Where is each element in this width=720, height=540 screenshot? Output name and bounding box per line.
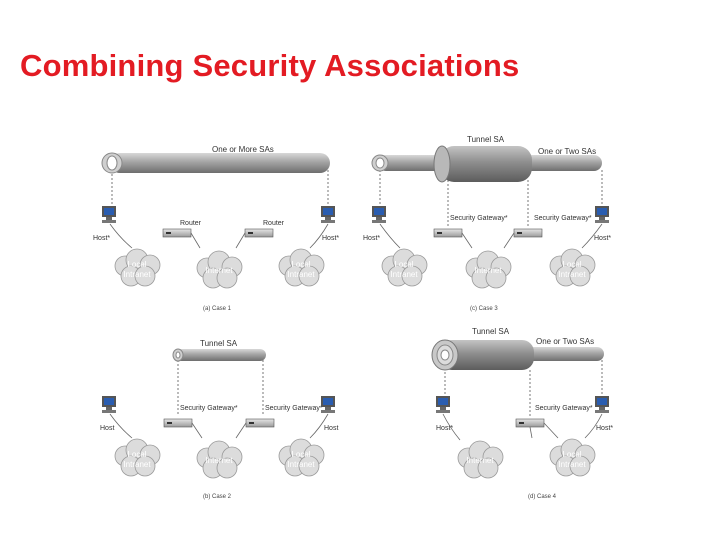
network-cloud: Local Intranet (278, 248, 325, 287)
network-cloud: Local Intranet (549, 248, 596, 287)
slide-title: Combining Security Associations (20, 48, 520, 83)
case-4-panel: Tunnel SA One or Two SAs Host* Security … (431, 327, 613, 500)
case-2-panel: Tunnel SA Host Security Gateway* Securit… (100, 339, 338, 500)
cloud-label: Intranet (123, 270, 151, 279)
case-1-panel: One or More SAs Host* Router Router Host… (93, 145, 339, 312)
cloud-label: Local (127, 260, 146, 269)
cloud-label: Internet (205, 266, 233, 275)
node-label: Security Gateway* (535, 405, 593, 412)
cloud-label: Local (291, 450, 310, 459)
cloud-label: Local (394, 260, 413, 269)
node-label: Host* (594, 235, 611, 242)
cloud-label: Intranet (287, 460, 315, 469)
tunnel-pipe (433, 145, 532, 183)
router-icon (163, 418, 193, 428)
router-icon (433, 228, 463, 238)
node-label: Security Gateway* (265, 405, 323, 412)
tunnel-pipe (431, 339, 534, 371)
sa-pipe (172, 348, 266, 362)
computer-icon (102, 396, 116, 413)
computer-icon (102, 206, 116, 223)
cloud-label: Intranet (558, 460, 586, 469)
router-icon (162, 228, 192, 238)
sa-label: One or More SAs (212, 145, 274, 154)
cloud-label: Internet (466, 456, 494, 465)
cloud-label: Intranet (558, 270, 586, 279)
cloud-label: Intranet (123, 460, 151, 469)
cloud-label: Internet (474, 266, 502, 275)
node-label: Host* (436, 425, 453, 432)
network-cloud: Local Intranet (381, 248, 428, 287)
node-label: Host* (93, 235, 110, 242)
node-label: Host* (322, 235, 339, 242)
sa-label: One or Two SAs (536, 337, 594, 346)
cloud-label: Intranet (287, 270, 315, 279)
computer-icon (321, 396, 335, 413)
network-link (379, 223, 603, 249)
sa-label: Tunnel SA (467, 135, 505, 144)
network-link (109, 413, 329, 439)
network-cloud: Internet (196, 250, 243, 289)
network-cloud: Local Intranet (278, 438, 325, 477)
sa-combination-diagram: One or More SAs Host* Router Router Host… (93, 135, 613, 500)
node-label: Host (324, 425, 338, 432)
case-caption: (c) Case 3 (470, 306, 498, 312)
sa-label: Tunnel SA (200, 339, 238, 348)
network-cloud: Local Intranet (114, 248, 161, 287)
router-icon (515, 418, 545, 428)
node-label: Security Gateway* (180, 405, 238, 412)
router-icon (244, 228, 274, 238)
network-link (109, 223, 329, 249)
router-icon (245, 418, 275, 428)
network-cloud: Internet (465, 250, 512, 289)
node-label: Router (180, 220, 202, 227)
case-caption: (b) Case 2 (203, 494, 232, 500)
sa-label: One or Two SAs (538, 147, 596, 156)
computer-icon (595, 396, 609, 413)
computer-icon (436, 396, 450, 413)
case-3-panel: Tunnel SA One or Two SAs Host* Security … (363, 135, 611, 312)
node-label: Router (263, 220, 285, 227)
cloud-label: Local (562, 260, 581, 269)
cloud-label: Internet (205, 456, 233, 465)
network-cloud: Local Intranet (549, 438, 596, 477)
node-label: Security Gateway* (450, 215, 508, 222)
sa-label: Tunnel SA (472, 327, 510, 336)
router-icon (513, 228, 543, 238)
network-cloud: Internet (457, 440, 504, 479)
computer-icon (321, 206, 335, 223)
network-cloud: Local Intranet (114, 438, 161, 477)
node-label: Security Gateway* (534, 215, 592, 222)
computer-icon (372, 206, 386, 223)
node-label: Host* (596, 425, 613, 432)
cloud-label: Local (127, 450, 146, 459)
case-caption: (a) Case 1 (203, 306, 232, 312)
case-caption: (d) Case 4 (528, 494, 557, 500)
cloud-label: Local (291, 260, 310, 269)
cloud-label: Local (562, 450, 581, 459)
cloud-label: Intranet (390, 270, 418, 279)
computer-icon (595, 206, 609, 223)
node-label: Host* (363, 235, 380, 242)
node-label: Host (100, 425, 114, 432)
network-link (442, 413, 603, 441)
sa-pipe (101, 152, 330, 174)
network-cloud: Internet (196, 440, 243, 479)
